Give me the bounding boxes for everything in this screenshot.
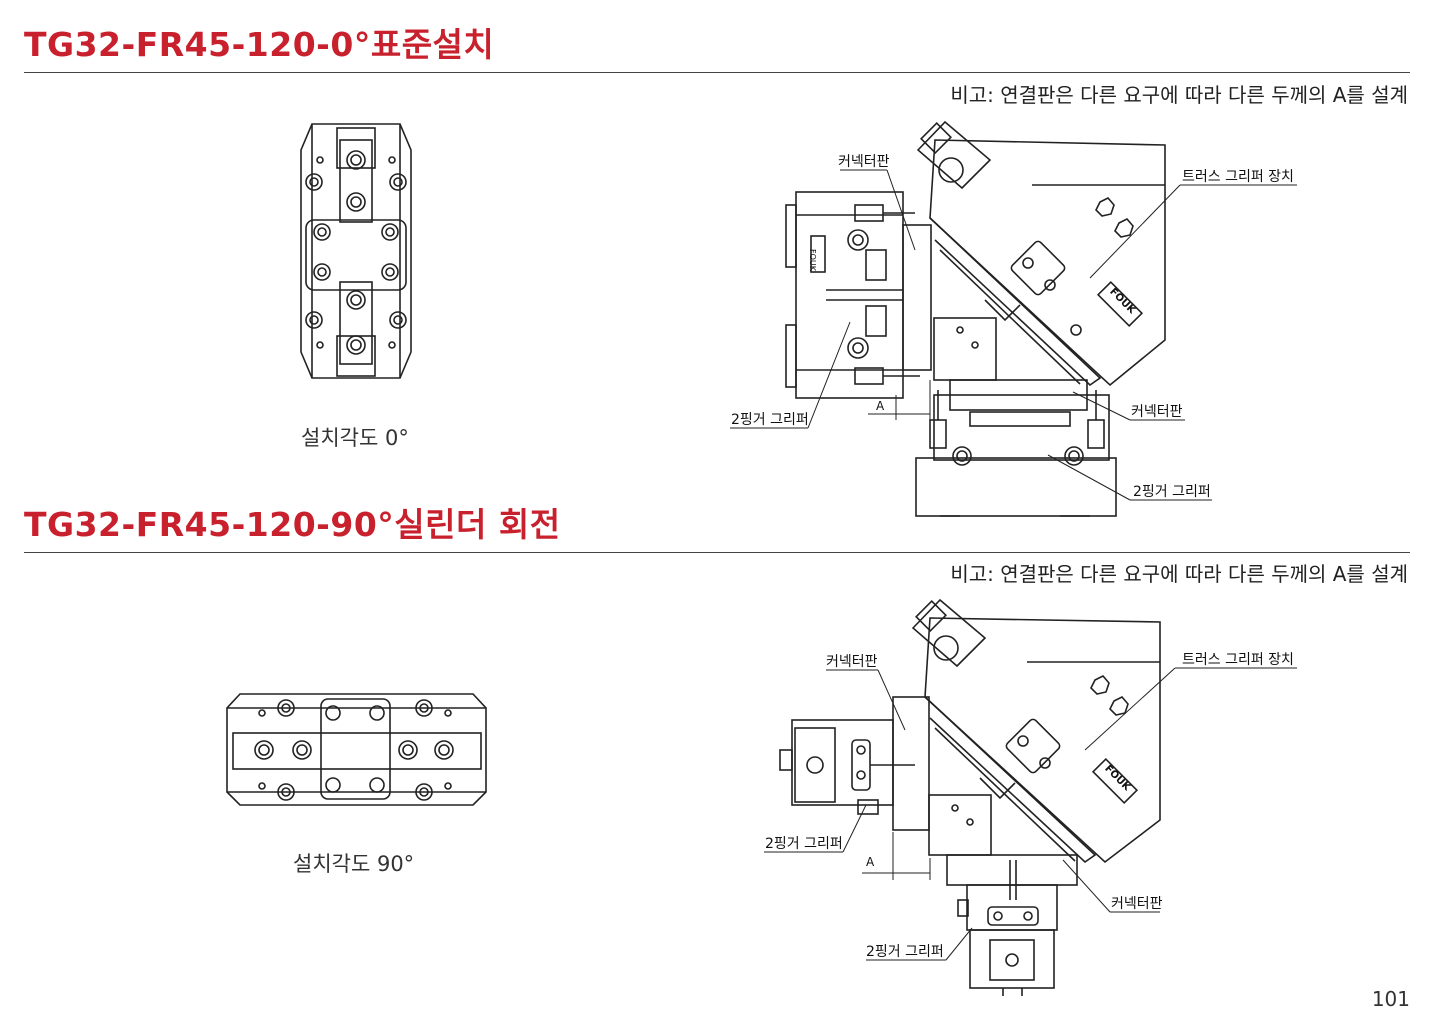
svg-text:A: A bbox=[866, 855, 875, 869]
caption-0-degree: 설치각도 0° bbox=[301, 426, 409, 450]
section-1-divider bbox=[24, 72, 1410, 73]
caption-90-degree: 설치각도 90° bbox=[293, 852, 415, 876]
svg-text:FOUK: FOUK bbox=[1102, 763, 1133, 794]
section-2-title: TG32-FR45-120-90°실린더 회전 bbox=[24, 505, 561, 544]
assembly-side-view-0deg: FOUK FOUK A bbox=[730, 120, 1297, 517]
section-1-note: 비고: 연결판은 다른 요구에 따라 다른 두께의 A를 설계 bbox=[950, 83, 1408, 107]
label-two-finger-gripper-2a: 2핑거 그리퍼 bbox=[765, 836, 843, 852]
assembly-side-view-90deg: FOUK A bbox=[764, 598, 1297, 996]
label-truss-gripper-1: 트러스 그리퍼 장치 bbox=[1182, 169, 1294, 185]
label-connector-plate-2b: 커넥터판 bbox=[1111, 896, 1163, 912]
gripper-top-view-0deg bbox=[300, 123, 412, 379]
gripper-top-view-90deg bbox=[226, 693, 487, 806]
label-truss-gripper-2: 트러스 그리퍼 장치 bbox=[1182, 652, 1294, 668]
svg-text:FOUK: FOUK bbox=[1107, 286, 1138, 317]
svg-text:FOUK: FOUK bbox=[808, 249, 817, 272]
label-connector-plate-2: 커넥터판 bbox=[826, 654, 878, 670]
section-2-note: 비고: 연결판은 다른 요구에 따라 다른 두께의 A를 설계 bbox=[950, 562, 1408, 586]
section-1-title: TG32-FR45-120-0°표준설치 bbox=[24, 25, 495, 64]
label-two-finger-gripper-1b: 2핑거 그리퍼 bbox=[1133, 484, 1211, 500]
svg-text:A: A bbox=[876, 399, 885, 413]
label-connector-plate-1b: 커넥터판 bbox=[1131, 404, 1183, 420]
label-connector-plate-1: 커넥터판 bbox=[838, 154, 890, 170]
section-2-divider bbox=[24, 552, 1410, 553]
label-two-finger-gripper-2b: 2핑거 그리퍼 bbox=[866, 944, 944, 960]
label-two-finger-gripper-1a: 2핑거 그리퍼 bbox=[731, 412, 809, 428]
